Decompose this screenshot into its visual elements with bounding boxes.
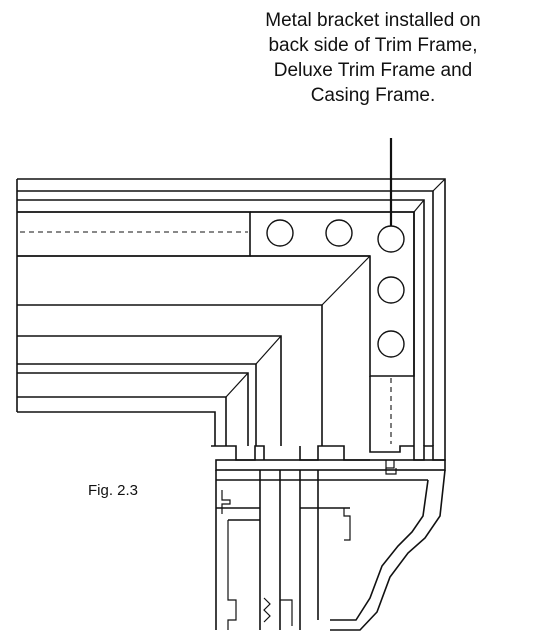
figure-label: Fig. 2.3 <box>88 482 139 499</box>
bracket-hole-4 <box>377 276 405 304</box>
metal-bracket <box>17 211 415 446</box>
callout-line-2: back side of Trim Frame, <box>268 35 478 56</box>
callout-line-4: Casing Frame. <box>310 85 436 106</box>
bracket-hole-1 <box>266 219 294 247</box>
bracket-callout: Metal bracket installed on back side of … <box>218 8 528 108</box>
callout-line-1: Metal bracket installed on <box>265 10 481 31</box>
trim-molding <box>17 255 371 446</box>
frame-extrusion <box>211 445 446 631</box>
bracket-hole-3 <box>377 225 405 253</box>
callout-line-3: Deluxe Trim Frame and <box>273 60 473 81</box>
bracket-hole-5 <box>377 330 405 358</box>
outer-frame <box>16 178 446 446</box>
bracket-hole-2 <box>325 219 353 247</box>
